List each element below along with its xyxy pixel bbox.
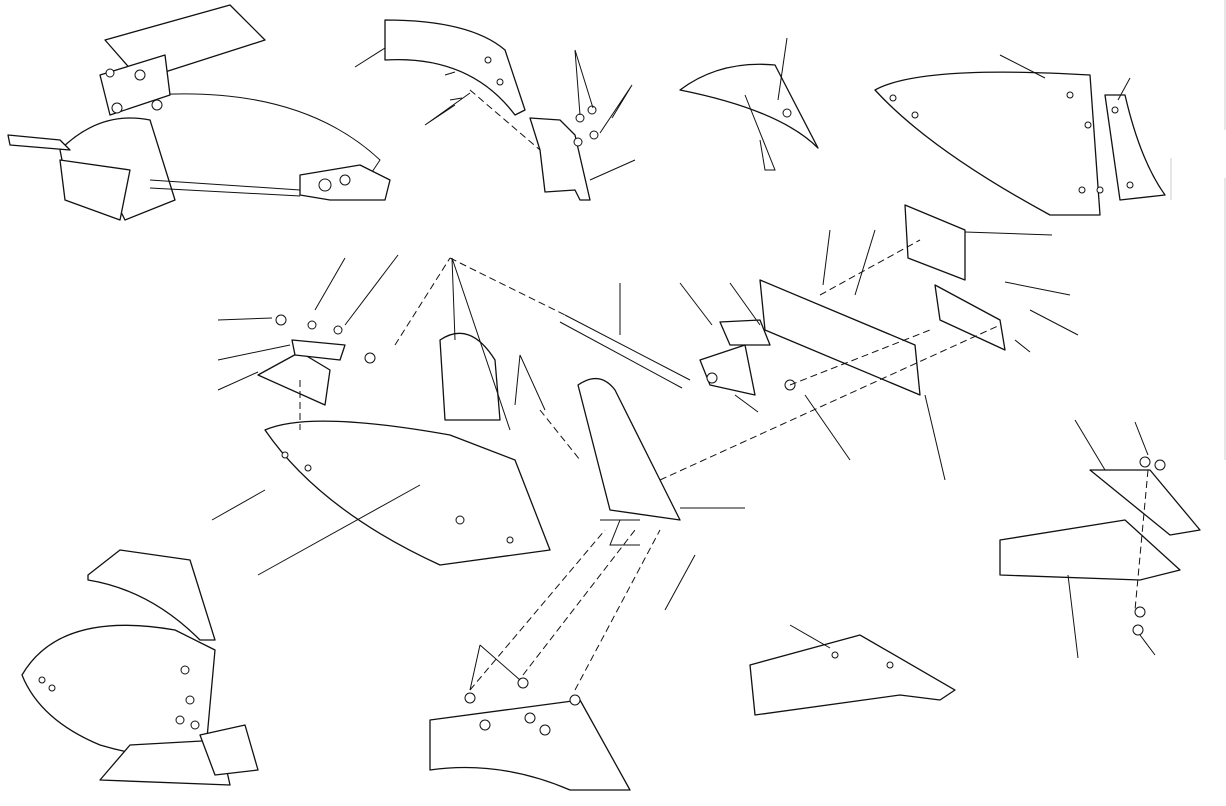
share-bottom-center bbox=[429, 529, 661, 791]
mouldboard-bottom-left bbox=[21, 549, 259, 786]
main-exploded-assembly bbox=[211, 204, 1079, 611]
share-point-bottom bbox=[749, 624, 956, 716]
share-right bbox=[999, 419, 1201, 659]
assembled-plough-top-left bbox=[7, 4, 391, 221]
mouldboard-top-right bbox=[874, 54, 1166, 216]
shin-and-bracket bbox=[354, 19, 636, 201]
shin-piece bbox=[679, 37, 819, 171]
